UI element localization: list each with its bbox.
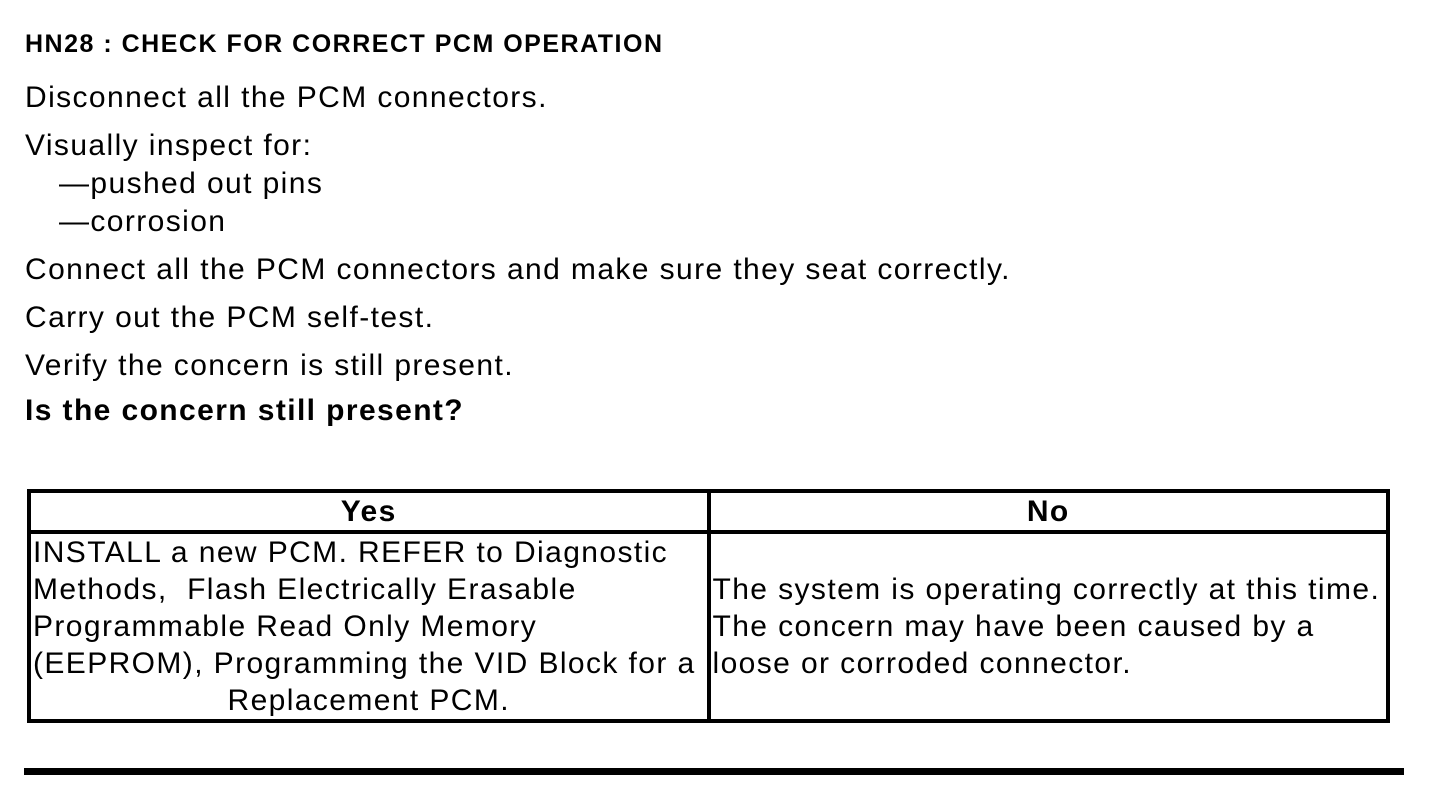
no-action-cell: The system is operating correctly at thi… [706,530,1390,723]
decision-table-header: Yes No [27,489,1390,534]
instruction-connect: Connect all the PCM connectors and make … [25,253,1011,286]
yes-action-line: Programmable Read Only Memory [33,610,538,643]
decision-question: Is the concern still present? [25,394,465,427]
instruction-selftest: Carry out the PCM self-test. [25,301,435,334]
inspect-item-corrosion: —corrosion [59,205,227,238]
yes-action-cell: INSTALL a new PCM. REFER to Diagnostic M… [27,530,711,723]
yes-action-line: Replacement PCM. [227,684,510,717]
instruction-verify: Verify the concern is still present. [25,349,514,382]
instruction-inspect-intro: Visually inspect for: [25,129,313,162]
inspect-item-pushed-out-pins: —pushed out pins [59,167,324,200]
yes-action-line: (EEPROM), Programming the VID Block for … [33,647,696,680]
yes-column-header: Yes [27,489,711,534]
no-action-line: The concern may have been caused by a [712,610,1315,643]
decision-table-header-row: Yes No [27,489,1390,534]
decision-table-body: INSTALL a new PCM. REFER to Diagnostic M… [27,530,1390,723]
yes-action-line: Methods, Flash Electrically Erasable [33,573,577,606]
no-column-header: No [706,489,1390,534]
yes-action-line: INSTALL a new PCM. REFER to Diagnostic [33,536,669,569]
horizontal-rule [24,768,1404,775]
decision-table-body-row: INSTALL a new PCM. REFER to Diagnostic M… [27,530,1390,723]
document-page: HN28 : CHECK FOR CORRECT PCM OPERATION D… [24,30,1404,775]
no-action-line: loose or corroded connector. [712,647,1132,680]
no-action-line: The system is operating correctly at thi… [712,573,1381,606]
instruction-disconnect: Disconnect all the PCM connectors. [25,81,548,114]
decision-table: Yes No INSTALL a new PCM. REFER to Diagn… [27,489,1390,723]
procedure-heading: HN28 : CHECK FOR CORRECT PCM OPERATION [25,30,664,58]
